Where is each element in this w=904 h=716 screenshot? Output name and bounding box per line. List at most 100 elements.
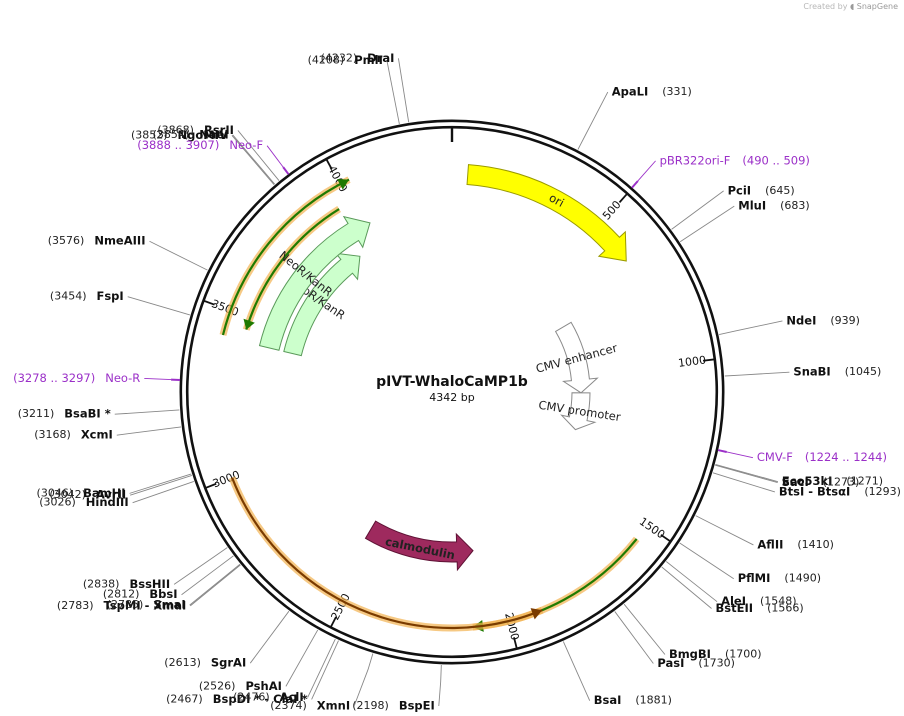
site-mlui: MluI(683)	[738, 199, 809, 213]
site-name-xmni: XmnI	[317, 699, 350, 713]
site-name-naei: NaeI	[199, 127, 228, 141]
site-pos-avrii: (3042)	[49, 488, 86, 501]
site-bbsi: BbsI(2812)	[103, 587, 178, 601]
site-leader-bspdi-clai	[311, 640, 339, 700]
site-leader-mlui	[679, 205, 735, 243]
tick-mark-3500	[203, 299, 215, 306]
site-pos-mlui: (683)	[780, 199, 810, 212]
tick-mark-4000	[325, 158, 333, 170]
site-name-nmeaiii: NmeAIII	[94, 234, 145, 248]
site-leader-avrii	[130, 475, 192, 496]
site-leader-bsteii	[661, 566, 712, 609]
orf-layer	[219, 176, 640, 632]
site-name-pmli: PmlI	[354, 53, 383, 67]
site-name-pflmi: PflMI	[738, 571, 771, 585]
site-pos-bsabi: (3211)	[18, 407, 55, 420]
primer-leader-cmv-f	[726, 451, 754, 459]
site-name-smai: SmaI	[153, 598, 185, 612]
site-name-rsrii: RsrII	[204, 123, 234, 137]
site-leader-sgrai	[249, 610, 290, 664]
site-pos-fspi: (3454)	[50, 290, 87, 303]
site-xmni: XmnI (2374)	[270, 699, 350, 713]
site-eco53ki: Eco53kI(1271)	[782, 474, 883, 488]
site-leader-btsi-bts-i	[712, 472, 776, 493]
site-pos-saci: (1273)	[823, 476, 860, 489]
site-name-bamhi: BamHI	[83, 486, 125, 500]
site-alei: AleI(1548)	[721, 594, 797, 608]
feature-cmv-promoter-2	[560, 392, 597, 431]
tick-mark-2000	[513, 637, 518, 649]
tick-label-1000: 1000	[677, 353, 706, 369]
site-pos-ngomiv: (3852)	[131, 128, 168, 141]
site-pos-pasi: (1730)	[698, 656, 735, 669]
site-snabi: SnaBI(1045)	[793, 365, 881, 379]
site-leader-pcii	[671, 190, 724, 230]
site-pos-bamhi: (3046)	[37, 486, 74, 499]
site-name-saci: SacI	[782, 475, 809, 489]
site-pos-pshai: (2526)	[199, 679, 236, 692]
backbone-outer-strand	[179, 119, 725, 665]
tick-mark-2500	[329, 616, 337, 628]
site-name-bspdi-clai: BspDI * - ClaI *	[213, 692, 308, 706]
site-name-tspmi-xmai: TspMI - XmaI	[103, 598, 186, 612]
site-name-bsabi: BsaBI *	[64, 407, 110, 421]
site-leader-bsai	[562, 641, 591, 701]
site-leader-bamhi	[129, 473, 192, 494]
site-pos-bbsi: (2812)	[103, 588, 140, 601]
site-pos-smai: (2785)	[107, 598, 144, 611]
site-leader-bsabi	[114, 409, 180, 415]
site-name-hindiii: HindIII	[86, 495, 129, 509]
site-name-btsi-bts-i: BtsI - BtsαI	[779, 484, 850, 498]
plasmid-size: 4342 bp	[429, 391, 474, 404]
site-pos-xmni: (2374)	[270, 699, 307, 712]
site-pos-sgrai: (2613)	[164, 656, 201, 669]
site-leader-xmni	[353, 653, 374, 707]
orf-arrowhead-0	[337, 179, 350, 190]
site-pos-apali: (331)	[662, 85, 692, 98]
primer-name-cmv-f: CMV-F	[757, 450, 793, 464]
primer-range-cmv-f: (1224 .. 1244)	[805, 450, 887, 464]
site-aflii: AflII(1410)	[757, 537, 834, 551]
primer-name-neo-r: Neo-R	[105, 371, 140, 385]
backbone	[179, 119, 725, 665]
site-naei: NaeI(3854)	[153, 127, 229, 141]
site-btsi-bts-i: BtsI - BtsαI(1293)	[779, 484, 901, 498]
site-pos-eco53ki: (1271)	[846, 475, 883, 488]
site-leader-pasi	[614, 611, 654, 664]
site-pos-bspdi-clai: (2467)	[166, 692, 203, 705]
site-pmli: PmlI(4208)	[308, 53, 383, 67]
site-pos-pcii: (645)	[765, 184, 795, 197]
site-pflmi: PflMI(1490)	[738, 571, 821, 585]
site-pos-tspmi-xmai: (2783)	[57, 599, 94, 612]
primer-mark-neo-f	[282, 166, 290, 175]
site-layer: ApaLI(331)PciI(645)MluI(683)NdeI(939)Sna…	[18, 51, 901, 713]
site-pos-alei: (1548)	[760, 595, 797, 608]
site-bsteii: BstEII(1566)	[716, 601, 804, 615]
site-bsabi: BsaBI * (3211)	[18, 407, 111, 421]
site-name-apali: ApaLI	[612, 85, 649, 99]
watermark-prefix: Created by	[803, 2, 848, 11]
site-bmgbi: BmgBI(1700)	[669, 647, 762, 661]
primer-leader-neo-f	[266, 145, 284, 168]
site-leader-snabi	[724, 371, 790, 377]
site-bamhi: BamHI (3046)	[37, 486, 126, 500]
site-pos-snabi: (1045)	[845, 365, 882, 378]
site-pos-bsai: (1881)	[635, 694, 672, 707]
site-leader-drai	[397, 58, 410, 123]
site-name-bspei: BspEI	[399, 699, 435, 713]
watermark-brand: SnapGene	[856, 2, 898, 11]
site-fspi: FspI(3454)	[50, 289, 124, 303]
primer-layer: pBR322ori-F(490 .. 509)CMV-F(1224 .. 124…	[13, 138, 887, 464]
site-hindiii: HindIII(3026)	[39, 495, 128, 509]
site-name-bsai: BsaI	[594, 693, 622, 707]
orf-line-1	[245, 208, 340, 330]
site-name-pasi: PasI	[657, 656, 684, 670]
plasmid-name: pIVT-WhaloCaMP1b	[376, 374, 528, 390]
site-tspmi-xmai: TspMI - XmaI (2783)	[57, 598, 186, 612]
site-ndei: NdeI(939)	[786, 313, 860, 327]
site-pshai: PshAI(2526)	[199, 679, 282, 693]
site-pos-drai: (4232)	[321, 51, 358, 64]
primer-leader-pbr322ori-f	[637, 160, 656, 182]
orf-glow-2	[472, 536, 640, 631]
site-leader-tspmi-xmai	[190, 564, 241, 607]
